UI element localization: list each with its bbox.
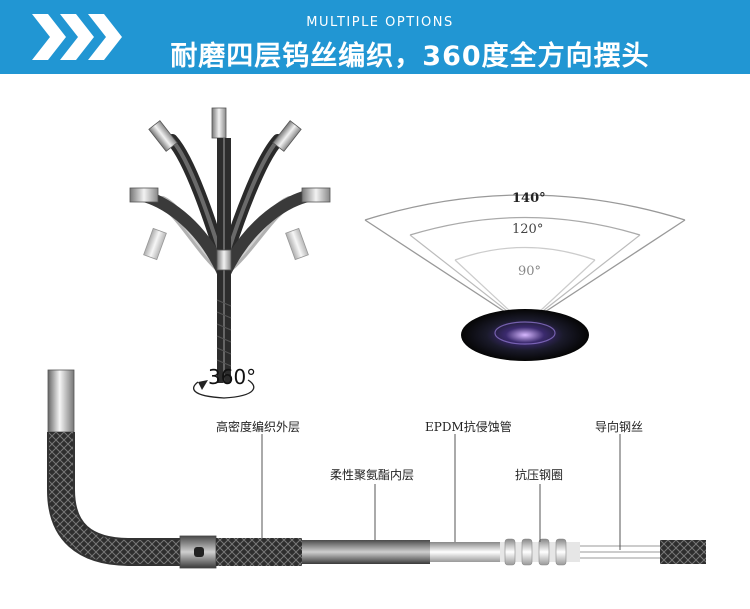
header-banner: MULTIPLE OPTIONS 耐磨四层钨丝编织，360度全方向摆头 <box>0 0 750 74</box>
layer-label-spring-ring: 抗压钢圈 <box>515 468 564 482</box>
banner-title: 耐磨四层钨丝编织，360度全方向摆头 <box>170 41 650 72</box>
angle-120-label: 120° <box>512 222 544 237</box>
angle-140-label: 140° <box>512 191 546 206</box>
triple-chevron-icon <box>32 14 122 60</box>
probe-articulation-illustration <box>129 107 331 399</box>
angle-90-label: 90° <box>518 264 542 279</box>
rotation-label: 360° <box>208 365 257 389</box>
layer-label-outer-braid: 高密度编织外层 <box>216 420 301 434</box>
layer-label-epdm-tube: EPDM抗侵蚀管 <box>425 420 512 434</box>
layer-label-guide-wire: 导向钢丝 <box>595 420 644 434</box>
bending-angle-illustration <box>364 194 686 361</box>
layer-label-pu-inner: 柔性聚氨酯内层 <box>330 468 415 482</box>
banner-subtitle: MULTIPLE OPTIONS <box>306 15 454 30</box>
cable-structure-illustration <box>47 369 706 569</box>
